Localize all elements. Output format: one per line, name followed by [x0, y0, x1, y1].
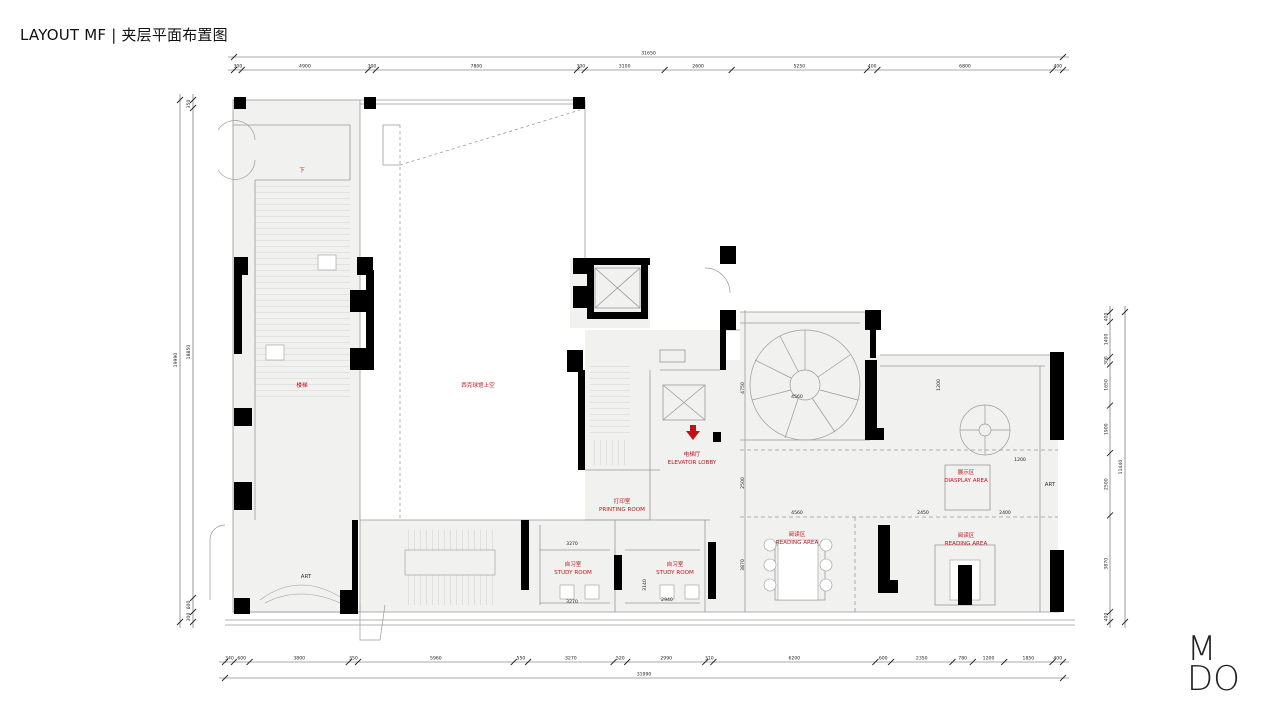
label-study2-en: STUDY ROOM — [656, 570, 694, 576]
dim-label: 520 — [616, 656, 625, 662]
label-printing-en: PRINTING ROOM — [599, 507, 645, 513]
dim-label: 2990 — [660, 656, 672, 662]
dim-inner-left: 18850 — [186, 345, 192, 360]
dim-label: 600 — [879, 656, 888, 662]
logo-line2: DO — [1187, 659, 1240, 699]
dim-left-b2: 300 — [186, 613, 192, 622]
label-study1-en: STUDY ROOM — [554, 570, 592, 576]
dim-label: 1850 — [1023, 656, 1035, 662]
stair-lower — [404, 530, 496, 605]
dim-label: 3100 — [619, 64, 631, 70]
label-elevator-en: ELEVATOR LOBBY — [668, 460, 717, 466]
dim-label: 6800 — [959, 64, 971, 70]
label-down: 下 — [299, 167, 305, 174]
dim-label: 2350 — [916, 656, 928, 662]
dim-1200a: 1200 — [936, 379, 942, 391]
dim-2940: 2940 — [661, 597, 673, 603]
door-arcs — [209, 120, 731, 641]
dim-label: 1200 — [983, 656, 995, 662]
dim-2450: 2450 — [917, 510, 929, 516]
spiral-stair-small — [959, 404, 1011, 456]
dim-2400: 2400 — [999, 510, 1011, 516]
dim-label: 400 — [1053, 656, 1062, 662]
dim-label: 6200 — [789, 656, 801, 662]
label-display-en: DIASPLAY AREA — [944, 478, 988, 484]
down-arrow-icon — [686, 425, 700, 440]
dimension-left: 19990 18850 350 600 300 — [173, 94, 197, 628]
dim-label: 550 — [517, 656, 526, 662]
room-labels: 下 楼梯 西克球馆上空 电梯厅 ELEVATOR LOBBY 打印室 PRINT… — [296, 167, 1056, 580]
stair-core — [590, 365, 630, 465]
dim-left-b1: 600 — [186, 601, 192, 610]
dim-label: 4900 — [299, 64, 311, 70]
label-stairs: 楼梯 — [296, 381, 308, 389]
dim-4560a: 4560 — [791, 394, 803, 400]
dim-label: 1400 — [1104, 334, 1110, 346]
dim-total: 31990 — [637, 672, 652, 678]
label-art1: ART — [301, 574, 312, 580]
dim-label: 340 — [225, 656, 234, 662]
dimension-right: 400 1400 300 1650 1900 2500 3870 400 11440 — [1104, 306, 1129, 628]
dim-label: 1900 — [1104, 423, 1110, 435]
dim-4560b: 4560 — [791, 510, 803, 516]
label-elevator-cn: 电梯厅 — [684, 450, 701, 458]
dim-total: 31650 — [641, 51, 656, 57]
dim-label: 400 — [1104, 613, 1110, 622]
dim-3270b: 3270 — [566, 599, 578, 605]
dim-label: 400 — [1104, 313, 1110, 322]
dim-label: 400 — [1053, 64, 1062, 70]
label-reading2-cn: 阅读区 — [958, 531, 975, 539]
dim-label: 1650 — [1104, 379, 1110, 391]
dim-label: 300 — [233, 64, 242, 70]
dim-label: 600 — [237, 656, 246, 662]
dim-3140: 3140 — [642, 579, 648, 591]
logo: M DO — [1187, 629, 1240, 699]
dim-total-left: 19990 — [173, 353, 179, 368]
dimension-top: 300 4900 300 7800 300 3100 2600 5250 400 6800 400 3… — [228, 51, 1069, 74]
dim-label: 400 — [868, 64, 877, 70]
dim-label: 3870 — [1104, 558, 1110, 570]
dim-label: 310 — [705, 656, 714, 662]
dim-label: 300 — [576, 64, 585, 70]
label-study1-cn: 自习室 — [565, 560, 582, 568]
label-void: 西克球馆上空 — [461, 381, 495, 389]
label-reading1-cn: 阅读区 — [789, 530, 806, 538]
logo-line1: M — [1187, 629, 1216, 669]
dim-label: 300 — [368, 64, 377, 70]
dim-label: 350 — [349, 656, 358, 662]
dim-label: 5960 — [430, 656, 442, 662]
dim-label: 2600 — [692, 64, 704, 70]
dim-label: 3270 — [565, 656, 577, 662]
dim-label: 5250 — [793, 64, 805, 70]
dim-label: 7800 — [471, 64, 483, 70]
dim-label: 2500 — [1104, 478, 1110, 490]
dim-3870: 3870 — [740, 559, 746, 571]
dim-label: 780 — [958, 656, 967, 662]
dimension-inner: 4750 4560 1200 2500 4560 1200 2450 2400 … — [566, 379, 1026, 605]
dim-total-right: 11440 — [1118, 460, 1124, 475]
label-study2-cn: 自习室 — [667, 560, 684, 568]
spiral-stair-large — [749, 329, 861, 441]
label-reading1-en: READING AREA — [776, 540, 819, 546]
walls — [234, 97, 1064, 614]
label-printing-cn: 打印室 — [614, 497, 631, 505]
dim-1200b: 1200 — [1014, 457, 1026, 463]
dim-4750: 4750 — [740, 382, 746, 394]
dim-3270a: 3270 — [566, 541, 578, 547]
dim-label: 3800 — [293, 656, 305, 662]
label-display-cn: 展示区 — [958, 469, 975, 476]
page-title: LAYOUT MF | 夹层平面布置图 — [20, 26, 228, 44]
dim-left-top: 350 — [186, 100, 192, 109]
dim-label: 300 — [1104, 356, 1110, 365]
label-reading2-en: READING AREA — [945, 541, 988, 547]
label-art2: ART — [1045, 482, 1056, 488]
dim-2500: 2500 — [740, 477, 746, 489]
